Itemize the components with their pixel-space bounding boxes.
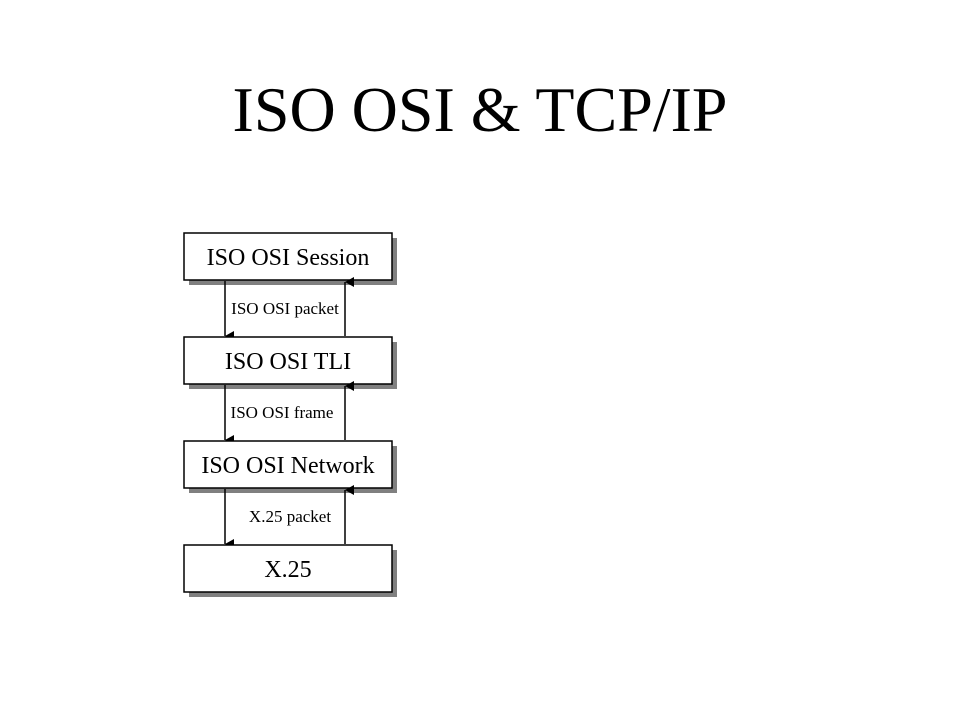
layer-x25: X.25 xyxy=(183,544,397,597)
slide-title: ISO OSI & TCP/IP xyxy=(232,74,728,145)
layer-tli-box xyxy=(183,336,393,385)
link-label-iso-osi-frame: ISO OSI frame xyxy=(231,403,334,422)
layer-tli: ISO OSI TLI xyxy=(183,336,397,389)
layer-x25-box xyxy=(183,544,393,593)
layer-x25-label: X.25 xyxy=(264,557,311,583)
layer-tli-label: ISO OSI TLI xyxy=(225,349,351,375)
layer-session-label: ISO OSI Session xyxy=(207,245,370,271)
link-tli-network: ISO OSI frame xyxy=(224,381,354,445)
layer-network-box xyxy=(183,440,393,489)
link-session-tli: ISO OSI packet xyxy=(224,277,354,341)
layer-network-label: ISO OSI Network xyxy=(201,453,374,479)
link-label-x25-packet: X.25 packet xyxy=(249,507,331,526)
layer-session: ISO OSI Session xyxy=(183,232,397,285)
layer-session-box xyxy=(183,232,393,281)
link-label-iso-osi-packet: ISO OSI packet xyxy=(231,299,339,318)
layer-network: ISO OSI Network xyxy=(183,440,397,493)
link-network-x25: X.25 packet xyxy=(224,485,354,549)
